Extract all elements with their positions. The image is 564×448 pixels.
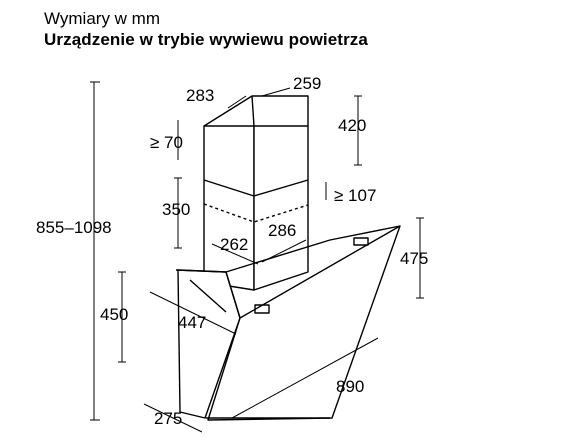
units-label: Wymiary w mm bbox=[44, 9, 160, 28]
hood-side-label: 447 bbox=[178, 313, 206, 332]
hood-height-label: 450 bbox=[100, 305, 128, 324]
mode-title: Urządzenie w trybie wywiewu powietrza bbox=[44, 30, 368, 49]
top-depth-label: 283 bbox=[186, 86, 214, 105]
dimension-labels: 283 259 420 ≥ 70 ≥ 107 350 262 286 855–1… bbox=[36, 74, 428, 428]
hood-depth-label: 475 bbox=[400, 249, 428, 268]
bottom-depth-label: 275 bbox=[154, 409, 182, 428]
chimney-depth-label: 262 bbox=[220, 235, 248, 254]
top-width-label: 259 bbox=[293, 74, 321, 93]
title-block: Wymiary w mm Urządzenie w trybie wywiewu… bbox=[44, 8, 368, 50]
lower-chimney-height-label: 350 bbox=[162, 200, 190, 219]
chimney-width-label: 286 bbox=[268, 221, 296, 240]
upper-chimney bbox=[203, 95, 309, 291]
exhaust-outlet-icon bbox=[254, 304, 270, 314]
lower-chimney bbox=[203, 179, 309, 223]
hood-width-label: 890 bbox=[336, 377, 364, 396]
control-panel-icon bbox=[353, 237, 369, 246]
min-gap-bottom-label: ≥ 107 bbox=[334, 186, 376, 205]
total-height-label: 855–1098 bbox=[36, 218, 112, 237]
min-gap-top-label: ≥ 70 bbox=[150, 133, 183, 152]
hood-body bbox=[175, 225, 401, 421]
upper-chimney-height-label: 420 bbox=[338, 116, 366, 135]
